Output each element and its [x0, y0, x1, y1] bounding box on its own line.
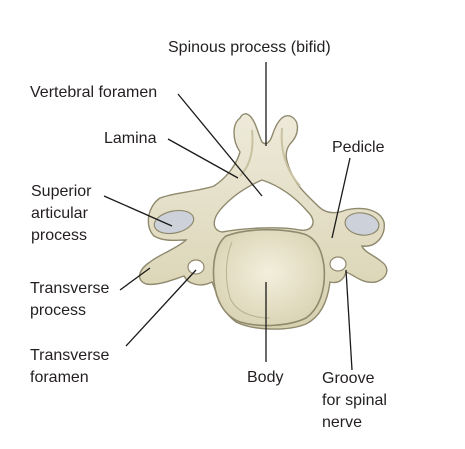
leader-superior-articular: [103, 195, 173, 227]
label-spinous-process: Spinous process (bifid): [168, 39, 331, 56]
label-vertebral-foramen: Vertebral foramen: [30, 84, 158, 101]
body-rim: [225, 241, 271, 319]
label-groove-line1: Groove: [322, 370, 375, 387]
label-superior-articular-line3: process: [31, 227, 88, 244]
leader-vertebral-foramen: [177, 93, 263, 197]
label-transverse-foramen-line1: Transverse: [30, 347, 110, 364]
label-superior-articular-line1: Superior: [31, 183, 92, 200]
right-transverse-foramen: [329, 256, 347, 272]
leader-transverse-foramen: [125, 269, 197, 347]
label-transverse-foramen-line2: foramen: [30, 369, 89, 386]
label-transverse-process-line2: process: [30, 302, 87, 319]
left-articular-facet: [153, 209, 195, 235]
label-groove-line2: for spinal: [322, 392, 387, 409]
label-transverse-process-line1: Transverse: [30, 280, 110, 297]
leader-transverse-process: [119, 267, 151, 291]
arch-shading-right: [280, 127, 301, 187]
vertebral-foramen-opening: [213, 179, 314, 233]
left-transverse-foramen: [187, 259, 205, 275]
vertebral-body: [212, 228, 326, 327]
arch-shading: [239, 129, 254, 177]
right-articular-facet: [344, 212, 380, 236]
label-groove-line3: nerve: [322, 414, 363, 431]
leader-lines: [103, 62, 353, 371]
label-lamina: Lamina: [104, 130, 157, 147]
label-pedicle: Pedicle: [332, 139, 385, 156]
leader-pedicle: [331, 157, 351, 239]
label-body: Body: [247, 369, 284, 386]
leader-lamina: [167, 138, 239, 179]
leader-groove: [345, 269, 353, 371]
label-superior-articular-line2: articular: [31, 205, 88, 222]
